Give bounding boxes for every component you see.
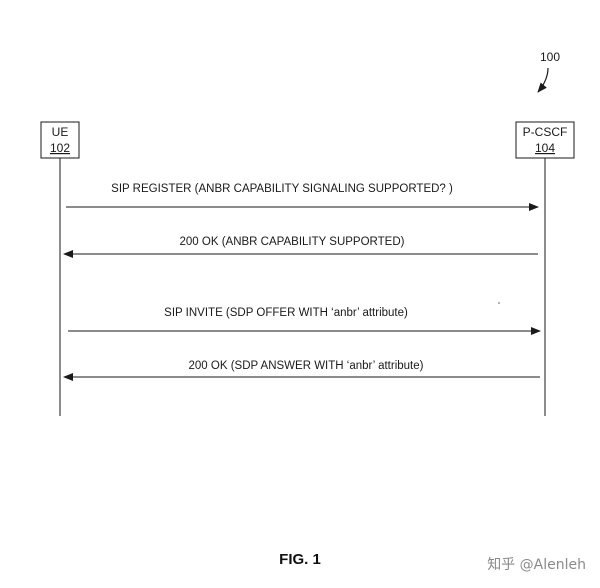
message-label: 200 OK (SDP ANSWER WITH ‘anbr’ attribute… (189, 360, 424, 372)
message-label: SIP REGISTER (ANBR CAPABILITY SIGNALING … (111, 183, 453, 195)
participant-name: UE (52, 125, 69, 139)
participant-box (40, 121, 80, 159)
figure-caption: FIG. 1 (279, 551, 321, 568)
message-label: 200 OK (ANBR CAPABILITY SUPPORTED) (180, 236, 405, 248)
participant-pcscf: P-CSCF 104 (515, 121, 575, 416)
message-sip-invite: SIP INVITE (SDP OFFER WITH ‘anbr’ attrib… (68, 307, 541, 335)
participant-box (515, 121, 575, 159)
message-label: SIP INVITE (SDP OFFER WITH ‘anbr’ attrib… (164, 307, 408, 319)
message-200-ok-capability: 200 OK (ANBR CAPABILITY SUPPORTED) (63, 236, 538, 258)
speck (498, 302, 500, 304)
participant-name: P-CSCF (523, 125, 568, 139)
message-200-ok-answer: 200 OK (SDP ANSWER WITH ‘anbr’ attribute… (63, 360, 540, 381)
participant-ue: UE 102 (40, 121, 80, 416)
watermark: 知乎 @Alenleh (487, 557, 586, 573)
participant-number: 104 (535, 141, 555, 155)
reference-arrow (537, 67, 549, 93)
reference-number: 100 (540, 50, 560, 64)
message-sip-register: SIP REGISTER (ANBR CAPABILITY SIGNALING … (66, 183, 539, 211)
participant-number: 102 (50, 141, 70, 155)
